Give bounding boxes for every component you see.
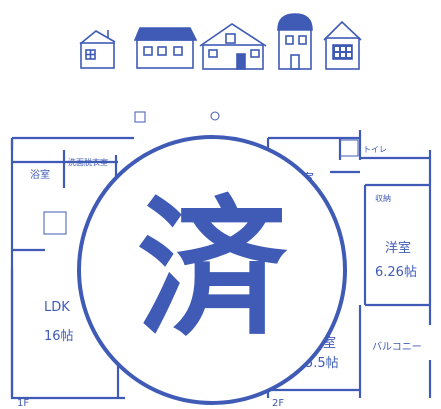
floor-1f-label: 1F bbox=[17, 398, 30, 409]
toilet-label: トイレ bbox=[363, 145, 387, 154]
house-icon bbox=[133, 27, 198, 69]
room-bottom-size: 5.5帖 bbox=[305, 356, 339, 371]
washroom-label: 洗面脱衣室 bbox=[68, 158, 108, 167]
room-right-size: 6.26帖 bbox=[375, 265, 417, 280]
stamp-character: 済 bbox=[136, 183, 287, 357]
house-icon bbox=[277, 13, 313, 70]
house-icon bbox=[79, 30, 116, 69]
stamp-ring bbox=[77, 135, 347, 405]
room-right-label: 洋室 bbox=[385, 241, 412, 256]
floor-2f-label: 2F bbox=[272, 398, 285, 409]
balcony-label: バルコニー bbox=[372, 342, 422, 353]
closet-label: 収納 bbox=[375, 194, 391, 203]
house-icon bbox=[199, 23, 267, 70]
ldk-label: LDK bbox=[44, 300, 70, 315]
bath-label: 浴室 bbox=[30, 170, 50, 181]
ldk-size: 16帖 bbox=[44, 329, 74, 344]
